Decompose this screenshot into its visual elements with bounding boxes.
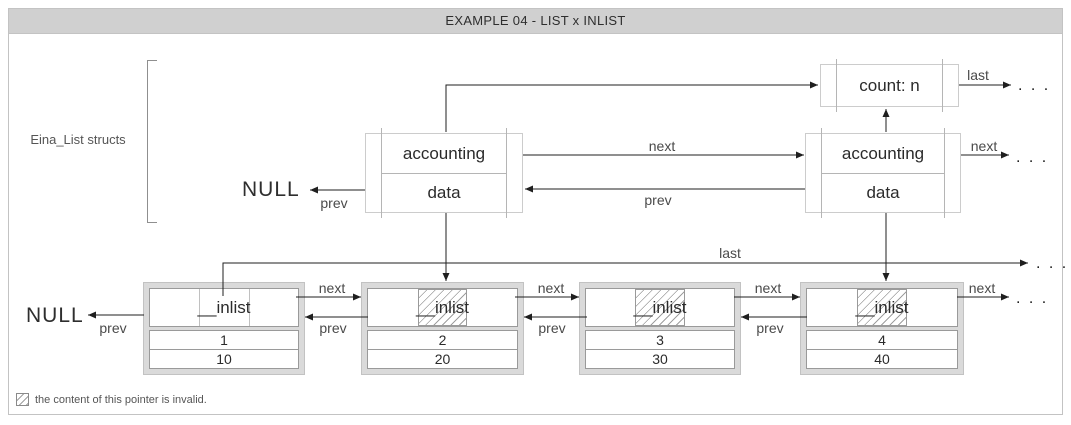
inlist-node-1-cell-divider-left [199, 289, 201, 326]
inlist-node-4-values: 4 40 [806, 330, 958, 369]
inlist-node-3: __inlist 3 30 [579, 282, 741, 375]
eina-list-structs-label: Eina_List structs [30, 132, 126, 147]
inlist-node-2-value1: 2 [438, 332, 447, 348]
inlist-node-3-values: 3 30 [585, 330, 735, 369]
prev-label-list-null: prev [320, 195, 348, 211]
eina-list-node-1-accounting-cell: accounting [402, 144, 486, 163]
eina-list-node-1-divider [382, 173, 506, 174]
diagram-title: EXAMPLE 04 - LIST x INLIST [445, 13, 626, 28]
inlist-node-4-member-label: __inlist [855, 298, 909, 317]
prev-label-inlist-null: prev [99, 320, 127, 336]
next-label-list2-out: next [970, 138, 998, 154]
inlist-node-1-inlist-cell: __inlist [149, 288, 299, 327]
inlist-node-2-member-label: __inlist [416, 298, 469, 317]
last-label-count: last [967, 67, 989, 83]
next-label-inlist2-inlist3: next [537, 280, 565, 296]
inlist-node-4-value1: 4 [878, 332, 886, 348]
inlist-node-1-member-label: __inlist [197, 298, 251, 317]
prev-label-list2-list1: prev [644, 192, 672, 208]
prev-label-inlist4-inlist3: prev [756, 320, 784, 336]
eina-list-node-2-accounting-cell: accounting [841, 144, 925, 163]
ellipsis-inlist-last: . . . [1036, 255, 1069, 272]
eina-list-node-2: accounting data [805, 128, 961, 218]
count-value: count: n [859, 76, 920, 95]
eina-list-node-1: accounting data [365, 128, 523, 218]
eina-list-bracket [147, 60, 157, 223]
ellipsis-list-next: . . . [1016, 149, 1049, 166]
inlist-node-2-inlist-cell: __inlist [367, 288, 518, 327]
last-label-inlist: last [719, 245, 741, 261]
inlist-node-1: __inlist 1 10 [143, 282, 305, 375]
prev-label-inlist3-inlist2: prev [538, 320, 566, 336]
inlist-node-2-values: 2 20 [367, 330, 518, 369]
inlist-node-1-value1: 1 [220, 332, 228, 348]
prev-label-inlist2-inlist1: prev [319, 320, 347, 336]
title-bar: EXAMPLE 04 - LIST x INLIST [8, 8, 1063, 34]
ellipsis-count-last: . . . [1018, 77, 1051, 94]
ellipsis-inlist-next: . . . [1016, 290, 1049, 307]
inlist-node-4: __inlist 4 40 [800, 282, 964, 375]
inlist-node-3-value2: 30 [586, 349, 734, 368]
next-label-list1-list2: next [648, 138, 676, 154]
next-label-inlist1-inlist2: next [318, 280, 346, 296]
inlist-node-2-value2: 20 [368, 349, 517, 368]
inlist-node-1-value2: 10 [150, 349, 298, 368]
inlist-node-4-value2: 40 [807, 349, 957, 368]
inlist-node-1-values: 1 10 [149, 330, 299, 369]
inlist-node-4-inlist-cell: __inlist [806, 288, 958, 327]
invalid-pointer-legend-text: the content of this pointer is invalid. [35, 394, 207, 406]
inlist-node-3-member-label: __inlist [633, 298, 687, 317]
eina-list-node-2-divider [822, 173, 944, 174]
inlist-node-1-cell-divider-right [248, 289, 250, 326]
next-label-inlist4-out: next [968, 280, 996, 296]
inlist-node-2: __inlist 2 20 [361, 282, 524, 375]
next-label-inlist3-inlist4: next [754, 280, 782, 296]
invalid-pointer-legend-swatch [16, 393, 29, 406]
inlist-node-3-inlist-cell: __inlist [585, 288, 735, 327]
count-box: count: n [820, 59, 959, 112]
null-label-inlist: NULL [26, 304, 84, 327]
eina-list-node-1-data-cell: data [427, 183, 461, 202]
null-label-list: NULL [242, 178, 300, 201]
eina-list-node-2-data-cell: data [866, 183, 900, 202]
inlist-node-3-value1: 3 [656, 332, 664, 348]
